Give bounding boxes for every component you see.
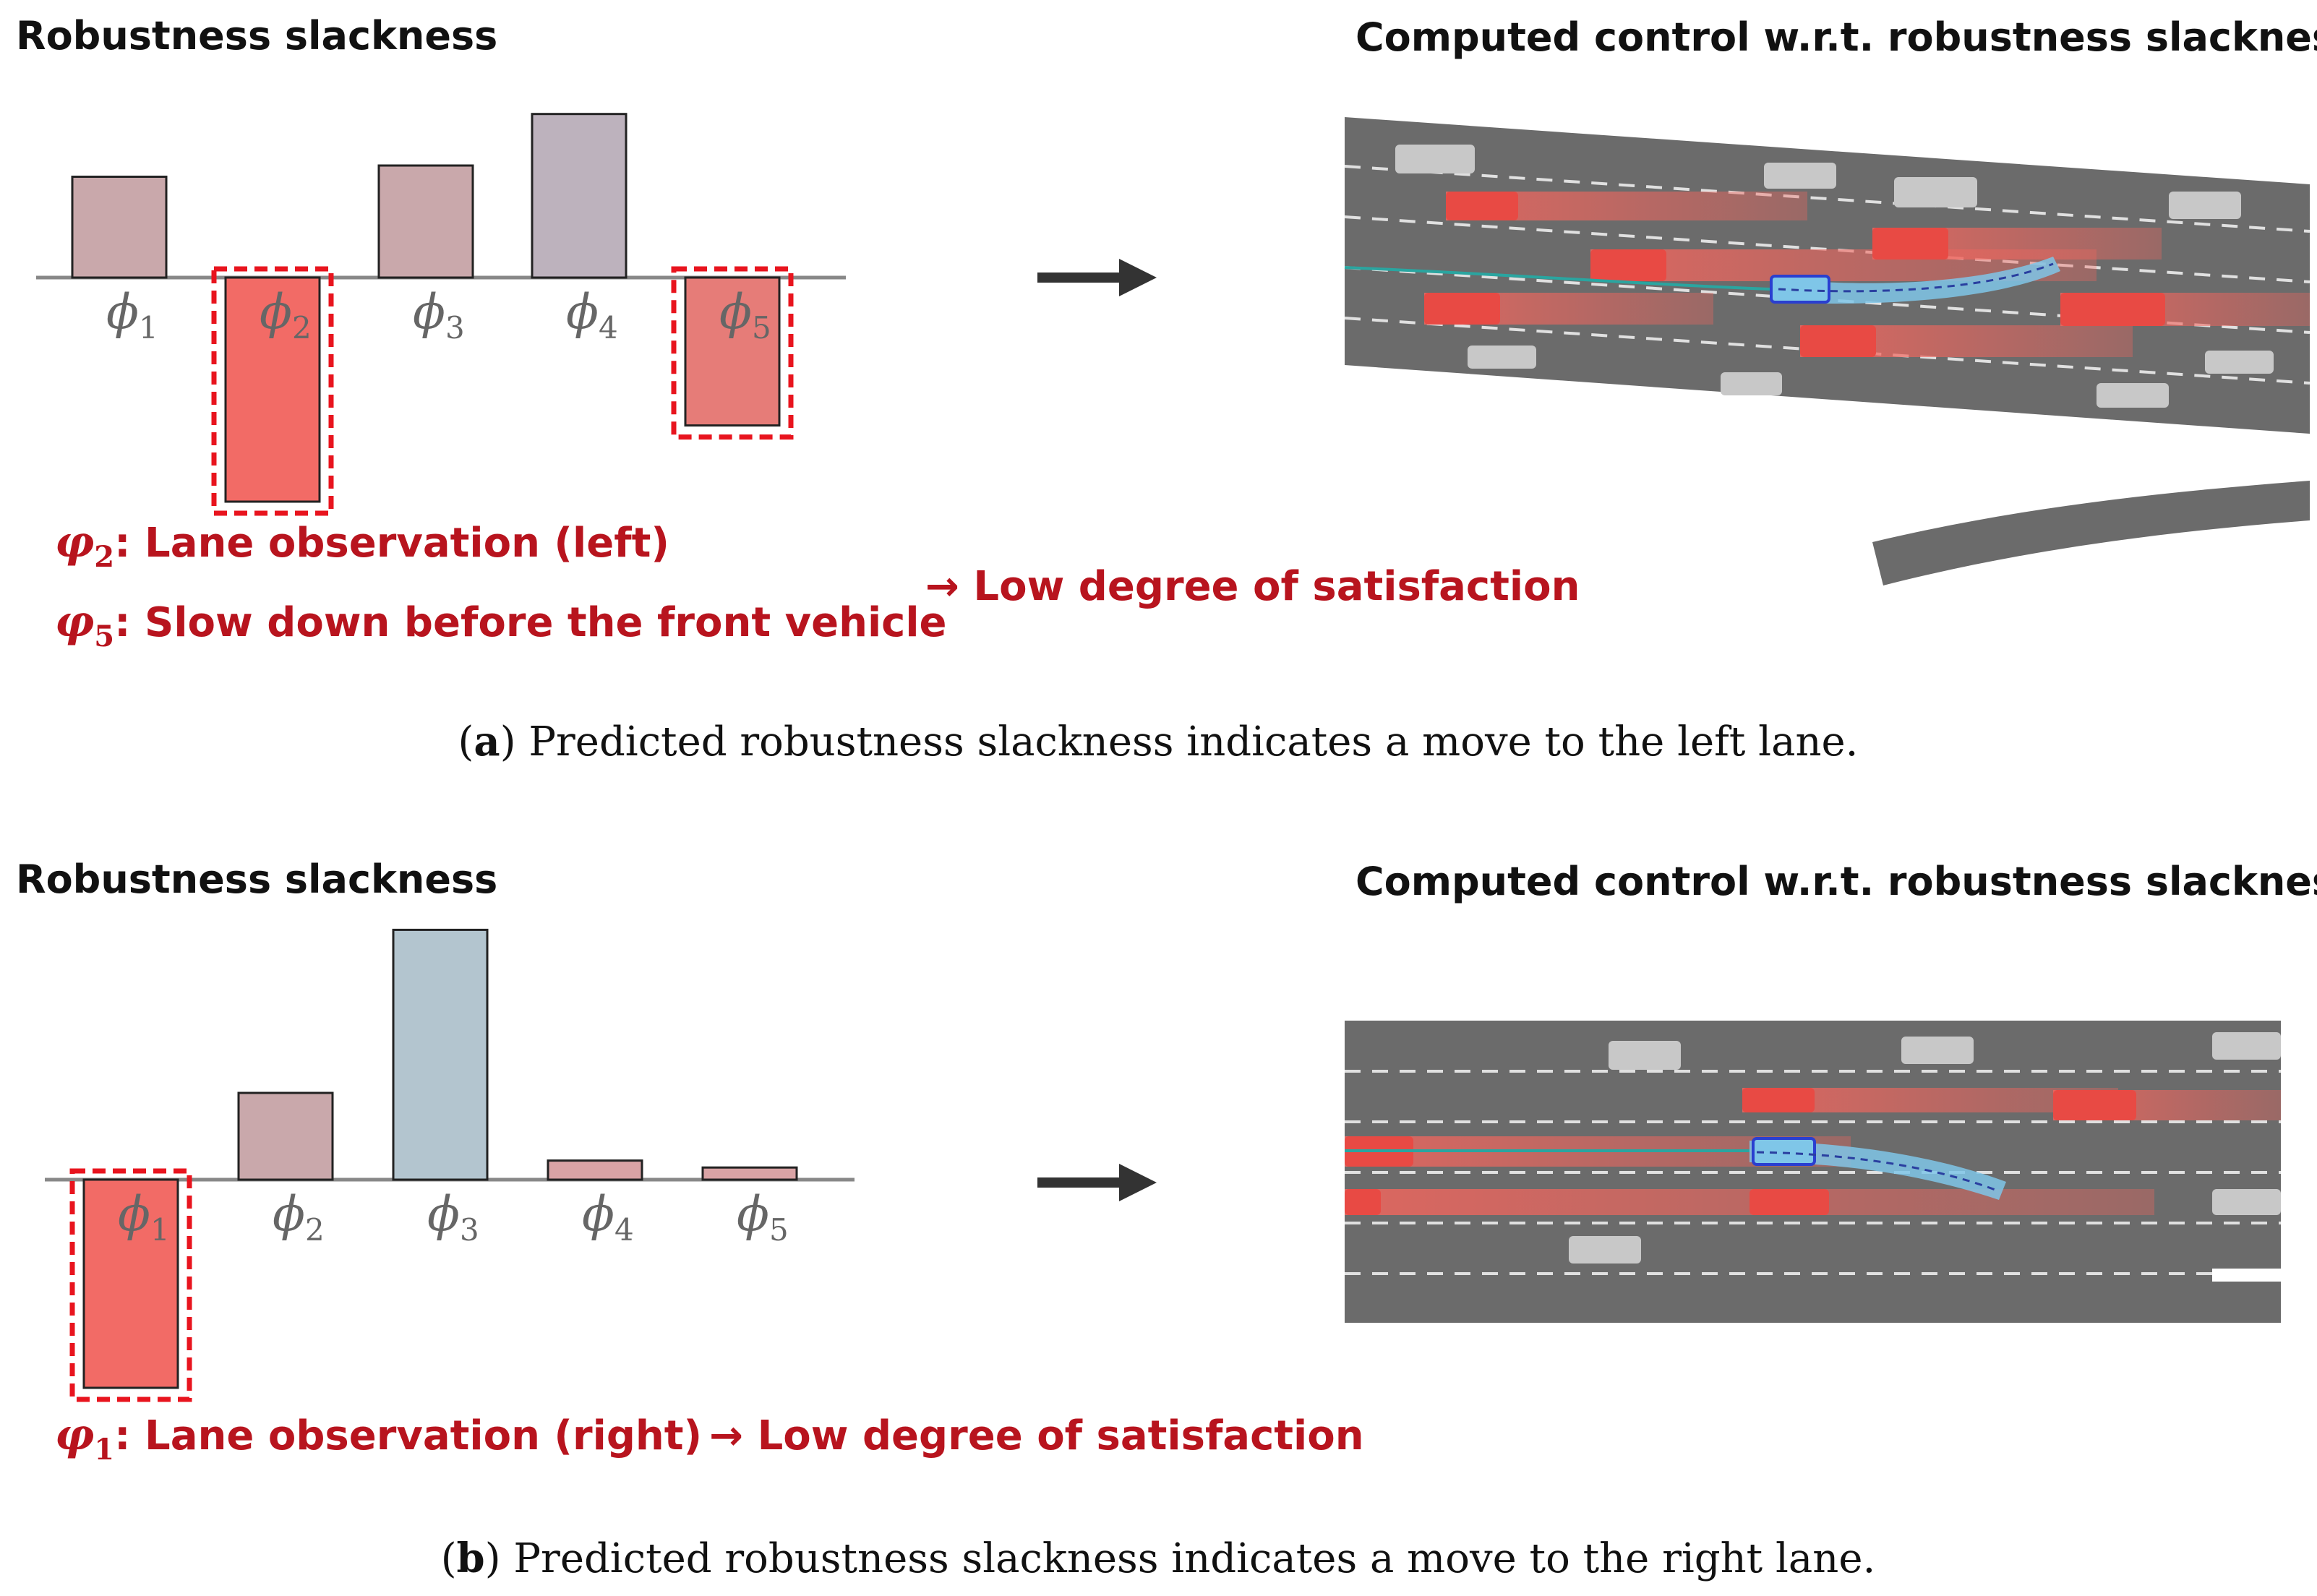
bar-phi-1 bbox=[71, 176, 168, 279]
label-phi-3: ϕ3 bbox=[413, 284, 465, 346]
chart-title-b: Robustness slackness bbox=[16, 857, 497, 902]
slackness-chart-b: ϕ1 ϕ2 ϕ3 ϕ4 ϕ5 bbox=[45, 928, 855, 1402]
bar-phi-3 bbox=[392, 928, 489, 1181]
label-phi-4: ϕ4 bbox=[582, 1186, 634, 1248]
chart-title-a: Robustness slackness bbox=[16, 13, 497, 59]
label-phi-1: ϕ1 bbox=[106, 284, 158, 346]
highlight-box-phi-5 bbox=[671, 266, 794, 440]
notes-a: φ2: Lane observation (left) φ5: Slow dow… bbox=[55, 517, 947, 653]
arrow-right-icon bbox=[1037, 1164, 1157, 1201]
sim-title-a: Computed control w.r.t. robustness slack… bbox=[1355, 14, 2317, 60]
bar-phi-5 bbox=[684, 276, 781, 427]
bar-phi-3 bbox=[377, 164, 474, 279]
bar-phi-1 bbox=[82, 1178, 179, 1389]
label-phi-1: ϕ1 bbox=[118, 1186, 170, 1248]
road-scene-a bbox=[1344, 117, 2310, 585]
panel-b: Robustness slackness ϕ1 ϕ2 ϕ3 ϕ4 ϕ5 Computed… bbox=[16, 857, 2317, 1582]
note-a-1: φ2: Lane observation (left) bbox=[55, 517, 669, 574]
label-phi-5: ϕ5 bbox=[737, 1186, 789, 1248]
bar-phi-4 bbox=[531, 113, 628, 279]
caption-b: (b) Predicted robustness slackness indic… bbox=[441, 1535, 1876, 1582]
note-b-1: φ1: Lane observation (right)→ Low degree… bbox=[55, 1410, 1364, 1467]
bar-phi-5 bbox=[701, 1166, 798, 1181]
caption-a: (a) Predicted robustness slackness indic… bbox=[458, 718, 1859, 765]
panel-a: Robustness slackness ϕ1 ϕ2 ϕ3 ϕ4 ϕ5 Computed… bbox=[16, 13, 2317, 765]
label-phi-3: ϕ3 bbox=[427, 1186, 479, 1248]
label-phi-2: ϕ2 bbox=[260, 284, 312, 346]
note-a-2: φ5: Slow down before the front vehicle bbox=[55, 596, 947, 653]
bar-phi-2 bbox=[237, 1091, 334, 1181]
sim-title-b: Computed control w.r.t. robustness slack… bbox=[1355, 859, 2317, 904]
slackness-chart-a: ϕ1 ϕ2 ϕ3 ϕ4 ϕ5 bbox=[36, 113, 846, 516]
road-scene-b bbox=[1345, 1021, 2281, 1323]
conclusion-a: → Low degree of satisfaction bbox=[925, 563, 1580, 610]
arrow-right-icon bbox=[1037, 259, 1157, 296]
highlight-box-phi-1 bbox=[69, 1168, 192, 1402]
label-phi-2: ϕ2 bbox=[273, 1186, 325, 1248]
label-phi-5: ϕ5 bbox=[719, 284, 771, 346]
bar-phi-2 bbox=[224, 276, 321, 503]
bar-phi-4 bbox=[547, 1159, 643, 1181]
label-phi-4: ϕ4 bbox=[566, 284, 618, 346]
